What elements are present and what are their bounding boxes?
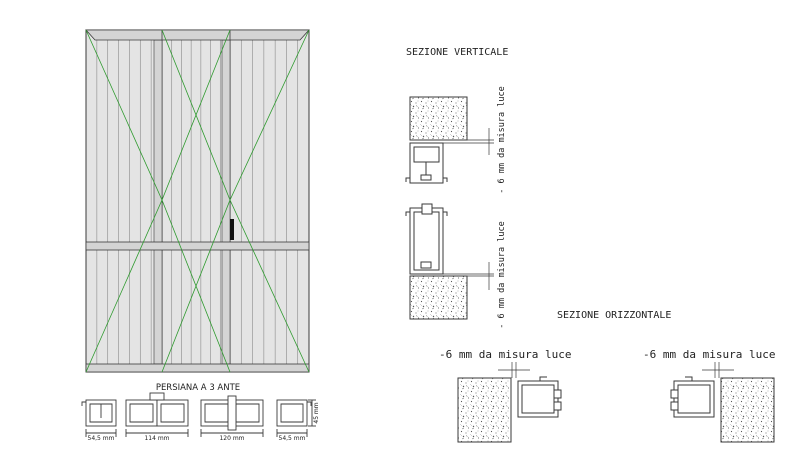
profile-frame-right <box>276 399 312 427</box>
profile-sash-center-left <box>125 392 189 427</box>
shutter-panel-right <box>229 29 310 373</box>
offset-note-top: - 6 mm da misura luce <box>497 86 507 193</box>
shutter-bottom-rail <box>85 363 310 373</box>
offset-marker-bottom <box>443 262 494 290</box>
shutter-cross-rail <box>85 241 310 251</box>
dimension-label-1: 54,5 mm <box>88 435 115 442</box>
profile-horizontal-left <box>517 376 562 418</box>
profile-bottom <box>405 203 448 275</box>
horizontal-section-title: SEZIONE ORIZZONTALE <box>557 310 671 321</box>
shutter-panel-left <box>85 29 163 373</box>
profile-sash-center-right <box>200 395 264 431</box>
offset-marker-top <box>443 128 494 155</box>
dimension-label-4: 54,5 mm <box>279 435 306 442</box>
dimension-label-2: 114 mm <box>144 435 169 442</box>
vertical-section-top: - 6 mm da misura luce <box>405 86 507 194</box>
profile-section-strip <box>81 392 316 437</box>
profile-horizontal-right <box>670 376 715 418</box>
offset-marker-horizontal-left <box>498 362 530 378</box>
wall-block-bottom <box>409 275 468 320</box>
shutter-panel-center <box>161 29 231 373</box>
shutter-caption: PERSIANA A 3 ANTE <box>156 383 240 393</box>
shutter-slats <box>96 40 299 364</box>
offset-note-horizontal-left: -6 mm da misura luce <box>439 348 571 361</box>
profile-top <box>405 142 448 184</box>
horizontal-section-left: -6 mm da misura luce <box>439 348 571 443</box>
horizontal-section-right: -6 mm da misura luce <box>643 348 775 443</box>
wall-block-horizontal-right <box>720 377 775 443</box>
shutter-diagonal-braces <box>85 29 310 373</box>
vertical-section-bottom: - 6 mm da misura luce <box>405 203 507 329</box>
shutter-handle <box>230 219 234 240</box>
wall-block-horizontal-left <box>457 377 512 443</box>
offset-marker-horizontal-right <box>702 362 734 378</box>
shutter-top-rail <box>85 29 310 41</box>
vertical-section-title: SEZIONE VERTICALE <box>406 47 508 58</box>
dimension-label-3: 120 mm <box>219 435 244 442</box>
dimension-label-5: 45 mm <box>313 402 320 423</box>
offset-note-bottom: - 6 mm da misura luce <box>497 221 507 328</box>
profile-frame-left <box>81 399 117 427</box>
shutter-elevation <box>85 29 310 373</box>
offset-note-horizontal-right: -6 mm da misura luce <box>643 348 775 361</box>
wall-block-top <box>409 96 468 141</box>
